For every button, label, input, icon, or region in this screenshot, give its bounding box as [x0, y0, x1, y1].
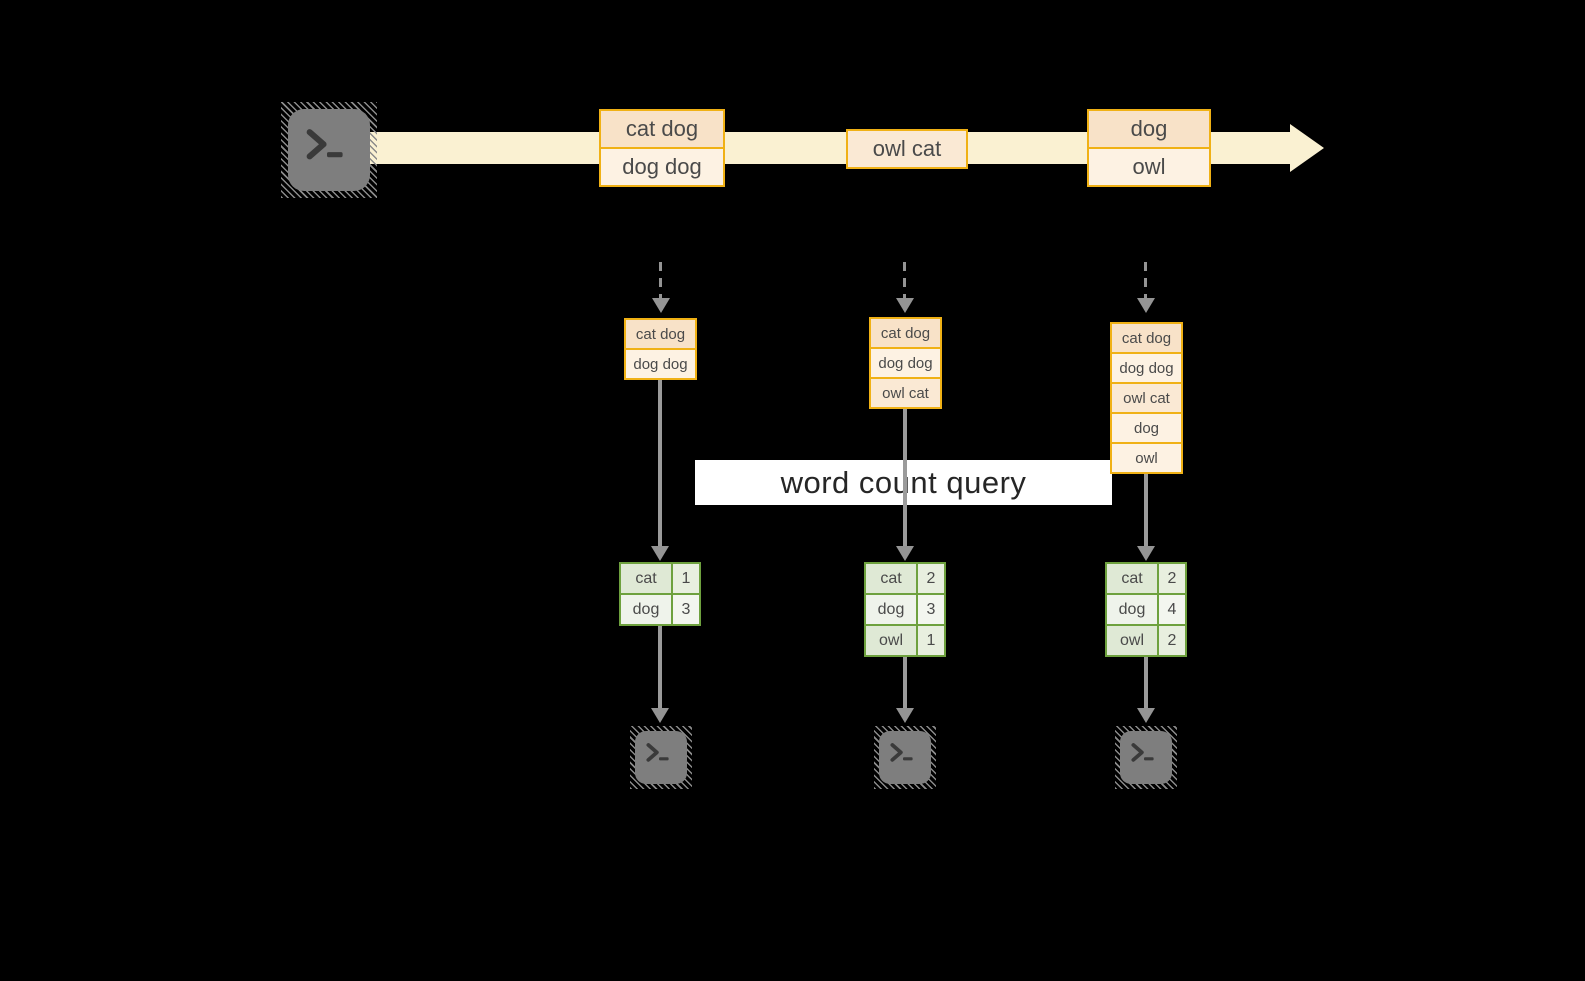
word-count-table: cat 2 dog 3 owl 1	[864, 562, 946, 657]
table-to-sink-arrow	[658, 626, 662, 710]
arrow-head-icon	[652, 298, 670, 313]
state-row: cat dog	[626, 320, 695, 348]
arrow-head-icon	[896, 546, 914, 561]
arrow-head-icon	[651, 546, 669, 561]
state-row: owl cat	[871, 379, 940, 407]
word-cell: dog	[621, 595, 671, 624]
terminal-prompt-icon	[630, 726, 692, 789]
state-row: dog dog	[626, 350, 695, 378]
state-to-table-arrow	[658, 378, 662, 548]
terminal-prompt-icon	[281, 102, 377, 198]
count-cell: 3	[673, 595, 699, 624]
prompt-glyph-icon	[890, 743, 913, 762]
count-cell: 2	[918, 564, 944, 593]
terminal-prompt-icon	[1115, 726, 1177, 789]
prompt-glyph-icon	[646, 743, 669, 762]
terminal-screen	[1120, 731, 1172, 784]
state-stack: cat dog dog dog owl cat	[869, 317, 942, 409]
word-cell: cat	[621, 564, 671, 593]
count-cell: 4	[1159, 595, 1185, 624]
stream-to-state-arrow	[659, 262, 662, 300]
word-cell: owl	[866, 626, 916, 655]
word-cell: owl	[1107, 626, 1157, 655]
state-row: owl	[1112, 444, 1181, 472]
stream-to-state-arrow	[903, 262, 906, 300]
arrow-head-icon	[896, 298, 914, 313]
stream-event-box: owl cat	[846, 129, 968, 169]
table-to-sink-arrow	[903, 655, 907, 710]
prompt-glyph-icon	[1131, 743, 1154, 762]
stream-event-row: owl	[1089, 149, 1209, 185]
terminal-screen	[879, 731, 931, 784]
arrow-head-icon	[1137, 298, 1155, 313]
arrow-head-icon	[1137, 708, 1155, 723]
state-stack: cat dog dog dog	[624, 318, 697, 380]
arrow-head-icon	[651, 708, 669, 723]
terminal-screen	[635, 731, 687, 784]
word-cell: dog	[866, 595, 916, 624]
state-stack: cat dog dog dog owl cat dog owl	[1110, 322, 1183, 474]
state-row: dog	[1112, 414, 1181, 442]
table-to-sink-arrow	[1144, 655, 1148, 710]
stream-event-box: dog owl	[1087, 109, 1211, 187]
word-count-table: cat 2 dog 4 owl 2	[1105, 562, 1187, 657]
count-cell: 1	[918, 626, 944, 655]
count-cell: 2	[1159, 626, 1185, 655]
stream-event-row: cat dog	[601, 111, 723, 147]
state-row: owl cat	[1112, 384, 1181, 412]
word-count-table: cat 1 dog 3	[619, 562, 701, 626]
state-to-table-arrow	[1144, 472, 1148, 548]
stream-to-state-arrow	[1144, 262, 1147, 300]
word-cell: cat	[1107, 564, 1157, 593]
prompt-glyph-icon	[306, 129, 343, 160]
state-to-table-arrow	[903, 409, 907, 548]
state-row: dog dog	[1112, 354, 1181, 382]
arrow-head-icon	[1137, 546, 1155, 561]
count-cell: 2	[1159, 564, 1185, 593]
count-cell: 3	[918, 595, 944, 624]
state-row: cat dog	[871, 319, 940, 347]
stream-event-row: dog dog	[601, 149, 723, 185]
word-cell: dog	[1107, 595, 1157, 624]
state-row: dog dog	[871, 349, 940, 377]
stream-event-box: cat dog dog dog	[599, 109, 725, 187]
terminal-screen	[288, 109, 370, 191]
arrow-head-icon	[896, 708, 914, 723]
state-row: cat dog	[1112, 324, 1181, 352]
stream-arrow-head	[1290, 124, 1324, 172]
stream-event-row: owl cat	[848, 131, 966, 167]
terminal-prompt-icon	[874, 726, 936, 789]
stream-event-row: dog	[1089, 111, 1209, 147]
count-cell: 1	[673, 564, 699, 593]
word-cell: cat	[866, 564, 916, 593]
